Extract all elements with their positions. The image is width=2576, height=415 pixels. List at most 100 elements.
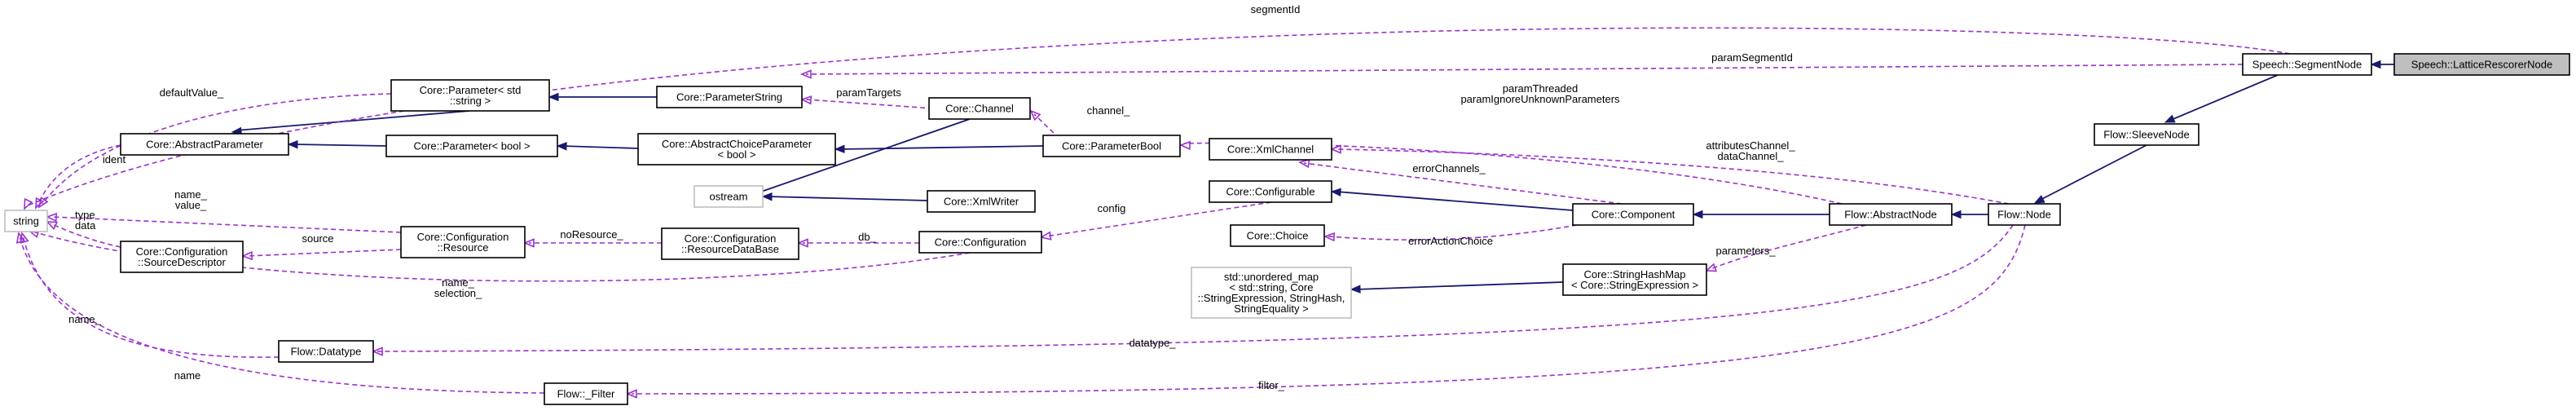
class-node-parameter-string-tmpl[interactable]: Core::Parameter< std::string > [390,79,550,112]
class-node-xml-writer[interactable]: Core::XmlWriter [927,190,1036,213]
arrowhead-icon [1705,263,1718,272]
arrowhead-icon [796,238,808,248]
usage-edge [1029,109,1060,139]
class-node-sleeve-node[interactable]: Flow::SleeveNode [2094,123,2200,146]
node-label-line: ::ResourceDataBase [681,243,779,255]
edge-path [376,224,2014,352]
usage-edge [240,249,402,261]
arrowhead-icon [24,197,33,210]
arrowhead-icon [556,142,567,151]
node-label-line: Core::AbstractParameter [146,139,263,151]
edge-path [766,196,928,201]
node-label-line: < Core::StringExpression > [1571,279,1698,291]
usage-edge [45,212,402,233]
class-node-ostream[interactable]: ostream [694,185,764,208]
node-box [927,190,1036,213]
edge-label-line: name_ [68,313,102,325]
edge-label-line: type [75,209,95,221]
inheritance-edge [1350,281,1564,294]
edge-label-filter: filter_ [1258,379,1285,391]
inheritance-edge [231,110,470,136]
class-node-unordered-map[interactable]: std::unordered_map< std::string, Core::S… [1191,267,1352,319]
class-node-flow-node[interactable]: Flow::Node [1988,203,2061,226]
node-box [544,382,628,405]
node-box [2393,53,2570,76]
class-node-segment-node[interactable]: Speech::SegmentNode [2242,53,2372,76]
node-label-line: Core::Configuration [136,245,228,258]
edge-label-name-value: name_value_ [174,188,208,211]
class-node-abstract-choice-parameter[interactable]: Core::AbstractChoiceParameter< bool > [637,133,836,166]
node-label-line: Core::XmlWriter [944,196,1019,208]
class-node-filter[interactable]: Flow::_Filter [544,382,628,405]
edge-label-line: paramThreaded [1503,82,1579,95]
edge-path [246,249,402,257]
arrowhead-icon [1029,109,1041,121]
class-node-xml-channel[interactable]: Core::XmlChannel [1209,138,1332,161]
class-node-datatype[interactable]: Flow::Datatype [278,340,374,363]
node-label-line: Flow::Node [1997,209,2051,221]
node-label-line: < std::string, Core [1230,281,1314,294]
arrowhead-icon [1329,144,1341,154]
usage-edge [46,221,121,248]
inheritance-edge [287,139,387,149]
class-node-lattice-rescorer[interactable]: Speech::LatticeRescorerNode [2393,53,2570,76]
edge-label-config: config [1098,202,1126,214]
class-node-parameter-bool[interactable]: Core::ParameterBool [1042,135,1181,157]
node-label-line: Core::XmlChannel [1227,143,1314,156]
arrowhead-icon [761,192,773,201]
edge-label-line: defaultValue_ [160,86,224,99]
class-node-abstract-node[interactable]: Flow::AbstractNode [1829,203,1953,226]
usage-edge [1323,224,1578,242]
usage-edge [799,64,2244,79]
edge-labels-layer: segmentIdparamSegmentIddefaultValue_para… [68,3,1795,391]
arrowhead-icon [287,139,298,149]
class-node-source-descriptor[interactable]: Core::Configuration::SourceDescriptor [120,241,244,273]
edge-path [805,99,934,109]
edge-label-line: paramTargets [836,86,901,99]
node-box [1230,224,1325,247]
class-node-parameter-bool-tmpl[interactable]: Core::Parameter< bool > [385,135,558,157]
node-label-line: Flow::_Filter [557,388,615,400]
usage-edge [522,238,662,248]
class-node-string-hash-map[interactable]: Core::StringHashMap< Core::StringExpress… [1562,263,1707,296]
edge-label-line: segmentId [1251,3,1301,15]
nodes-layer: Speech::LatticeRescorerNode Speech::Segme… [4,53,2570,405]
class-node-configuration[interactable]: Core::Configuration [918,231,1042,254]
node-box [278,340,374,363]
usage-edge [1329,144,2010,205]
edge-label-line: dataChannel_ [1718,150,1785,162]
edge-label-error-action-choice: errorActionChoice [1408,235,1493,247]
node-label-line: Speech::LatticeRescorerNode [2411,59,2552,71]
node-label-line: Core::Channel [945,103,1014,115]
usage-edge [1705,224,1867,272]
class-node-abstract-parameter[interactable]: Core::AbstractParameter [120,133,289,156]
node-box [2242,53,2372,76]
inheritance-edge [2164,74,2279,123]
node-box [1209,180,1332,203]
class-node-string[interactable]: string [4,210,48,232]
class-node-choice[interactable]: Core::Choice [1230,224,1325,247]
node-label-line: Core::Configuration [935,236,1027,249]
node-label-line: Core::StringHashMap [1584,268,1686,280]
arrowhead-icon [2033,195,2045,204]
edge-label-datatype: datatype_ [1129,337,1176,349]
edge-path [1335,148,2010,205]
class-node-resource-database[interactable]: Core::Configuration::ResourceDataBase [661,227,799,260]
class-node-parameter-string[interactable]: Core::ParameterString [656,86,803,108]
node-label-line: Core::ParameterString [676,91,782,104]
class-node-resource[interactable]: Core::Configuration::Resource [400,226,526,258]
edge-path [1303,162,1623,205]
arrowhead-icon [371,347,383,356]
class-node-configurable[interactable]: Core::Configurable [1209,180,1332,203]
arrowhead-icon [1323,232,1336,242]
node-label-line: ostream [710,191,748,203]
edge-label-line: attributesChannel_ [1706,139,1795,152]
edge-path [561,145,639,149]
edge-label-attributes-channel: attributesChannel_dataChannel_ [1706,139,1795,162]
class-node-channel[interactable]: Core::Channel [928,97,1031,120]
class-node-component[interactable]: Core::Component [1572,203,1694,226]
arrowhead-icon [834,144,845,154]
usage-edge [1297,158,1623,205]
